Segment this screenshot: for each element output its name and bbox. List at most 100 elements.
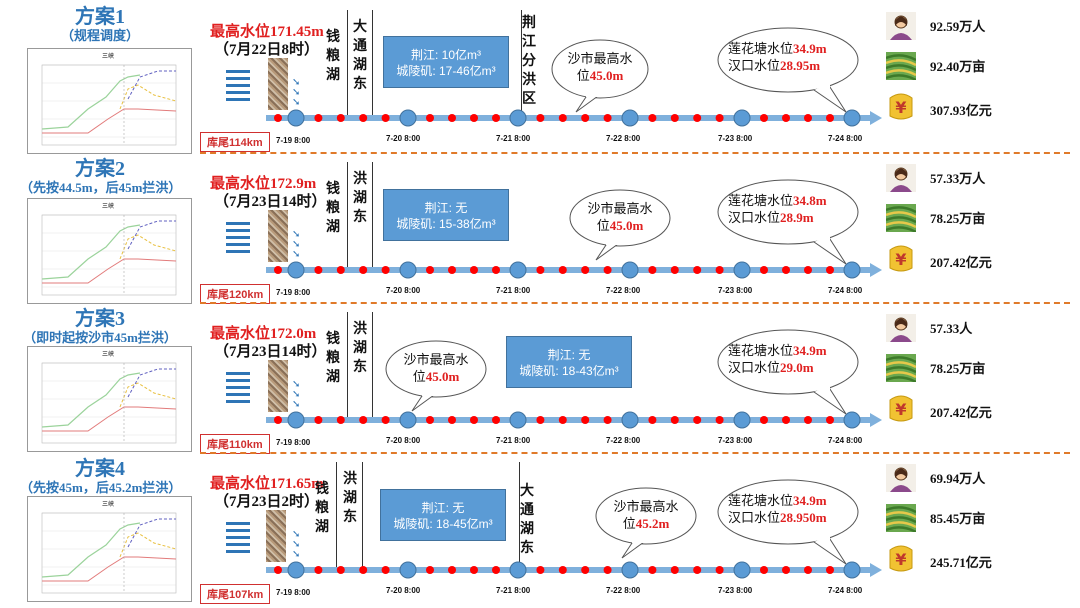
callout-line-2: 汉口水位28.9m (728, 209, 852, 226)
affected-farmland: 78.25万亩 (930, 211, 986, 226)
callout-value: 45.2m (635, 516, 670, 531)
callout-bubble-shape (717, 329, 859, 415)
max-water-level: 最高水位171.45m (210, 24, 324, 40)
flood-area-marker (372, 10, 373, 118)
timeline-step-dot (581, 416, 590, 424)
callout-value: 28.950m (780, 510, 827, 525)
affected-population: 57.33万人 (930, 171, 986, 186)
thumb-series-purple (127, 220, 176, 250)
thumb-title: 三峡 (102, 202, 114, 210)
farmland-icon (885, 504, 917, 534)
callout-text: 汉口水位 (728, 210, 781, 225)
flood-area-label: 洪湖东 (343, 472, 357, 525)
shashi-max-level-callout: 沙市最高水位45.0m (570, 200, 670, 234)
timeline-tick-label: 7-22 8:00 (606, 286, 641, 295)
flood-area-label: 钱粮湖 (326, 182, 340, 235)
timeline-day-node (399, 561, 417, 579)
timeline-step-dot (492, 416, 500, 424)
callout-line-2: 汉口水位28.95m (728, 57, 852, 74)
callout-line-2: 位45.0m (552, 67, 648, 84)
people-icon (886, 314, 916, 342)
flood-area-label: 大通湖东 (353, 20, 367, 92)
callout-line-2: 位45.2m (596, 515, 696, 532)
callout-text: 莲花塘水位 (728, 193, 794, 208)
scheme-name: 方案1 (75, 6, 125, 28)
timeline-step-dot (381, 416, 390, 424)
timeline-step-dot (648, 266, 657, 274)
timeline-step-dot (274, 266, 282, 274)
thumb-series-green (41, 372, 141, 428)
scheme-name: 方案4 (75, 458, 125, 480)
farmland-icon (885, 354, 917, 384)
max-water-level: 最高水位172.0m (210, 326, 317, 342)
affected-farmland: 92.40万亩 (930, 59, 986, 74)
timeline-step-dot (603, 114, 612, 122)
timeline-step-dot (336, 416, 345, 424)
thumb-series-red (42, 556, 177, 582)
timeline-step-dot (558, 114, 567, 122)
scheme-name: 方案2 (75, 158, 125, 180)
scheme-thumbnail-chart: 三峡 (27, 496, 192, 602)
flood-area-marker (347, 312, 348, 420)
flood-area-marker (336, 462, 337, 570)
timeline-step-dot (693, 416, 702, 424)
callout-line-1: 莲花塘水位34.9m (728, 342, 852, 359)
callout-line-1: 沙市最高水 (567, 51, 633, 66)
max-level-time: （7月23日14时） (214, 194, 327, 210)
timeline-day-node (509, 411, 527, 429)
outflow-arrows-icon: ➘➘➘ (292, 229, 301, 260)
economic-loss: 207.42亿元 (930, 255, 992, 270)
timeline-step-dot (581, 266, 590, 274)
timeline-day-node (509, 109, 527, 127)
timeline-arrowhead (870, 111, 882, 125)
timeline-tick-label: 7-24 8:00 (828, 436, 863, 445)
flood-area-label: 钱粮湖 (326, 30, 340, 83)
timeline-step-dot (381, 114, 390, 122)
timeline-day-node (287, 109, 305, 127)
outflow-arrows-icon: ➘➘➘ (292, 529, 301, 560)
thumb-series-red (42, 258, 177, 284)
callout-line-2: 位45.0m (570, 217, 670, 234)
timeline-tick-label: 7-21 8:00 (496, 436, 531, 445)
scheme-title: 方案4（先按45m，后45.2m拦洪） (20, 458, 181, 495)
scheme-name: 方案3 (75, 308, 125, 330)
callout-text: 莲花塘水位 (728, 493, 794, 508)
dam-wall-icon (268, 58, 288, 110)
flood-diversion-zone-marker (521, 10, 522, 118)
flood-area-marker (347, 10, 348, 118)
thumb-series-yellow (119, 532, 177, 558)
flood-area-label: 洪湖东 (353, 172, 367, 225)
timeline-day-node (399, 411, 417, 429)
callout-line-2: 位45.0m (386, 368, 486, 385)
callout-text: 位 (622, 516, 636, 531)
affected-population: 57.33人 (930, 321, 973, 336)
timeline-step-dot (448, 266, 456, 274)
timeline-step-dot (693, 566, 702, 574)
callout-value: 29.0m (780, 360, 814, 375)
timeline-tick-label: 7-23 8:00 (718, 436, 753, 445)
timeline-step-dot (492, 266, 500, 274)
dam-gate-icon (226, 522, 250, 557)
dam-wall-icon (268, 360, 288, 412)
timeline-day-node (399, 109, 417, 127)
timeline-step-dot (536, 266, 545, 274)
timeline-step-dot (670, 566, 679, 574)
dam-gate-icon (226, 372, 250, 407)
diversion-volume-line: 荆江: 10亿m³ (410, 48, 481, 62)
max-level-time: （7月23日2时） (214, 494, 320, 510)
timeline-step-dot (492, 114, 500, 122)
callout-text: 位 (412, 369, 426, 384)
callout-text: 汉口水位 (728, 510, 781, 525)
callout-value: 45.0m (589, 68, 624, 83)
timeline-tick-label: 7-20 8:00 (386, 134, 421, 143)
dam-wall-icon (268, 210, 288, 262)
thumb-series-green (41, 224, 141, 280)
callout-bubble-shape (595, 487, 697, 559)
timeline-arrowhead (870, 413, 882, 427)
flood-area-label: 洪湖东 (353, 322, 367, 375)
callout-text: 位 (576, 68, 590, 83)
farmland-icon (885, 52, 917, 82)
timeline-step-dot (581, 114, 590, 122)
callout-line-1: 莲花塘水位34.8m (728, 192, 852, 209)
